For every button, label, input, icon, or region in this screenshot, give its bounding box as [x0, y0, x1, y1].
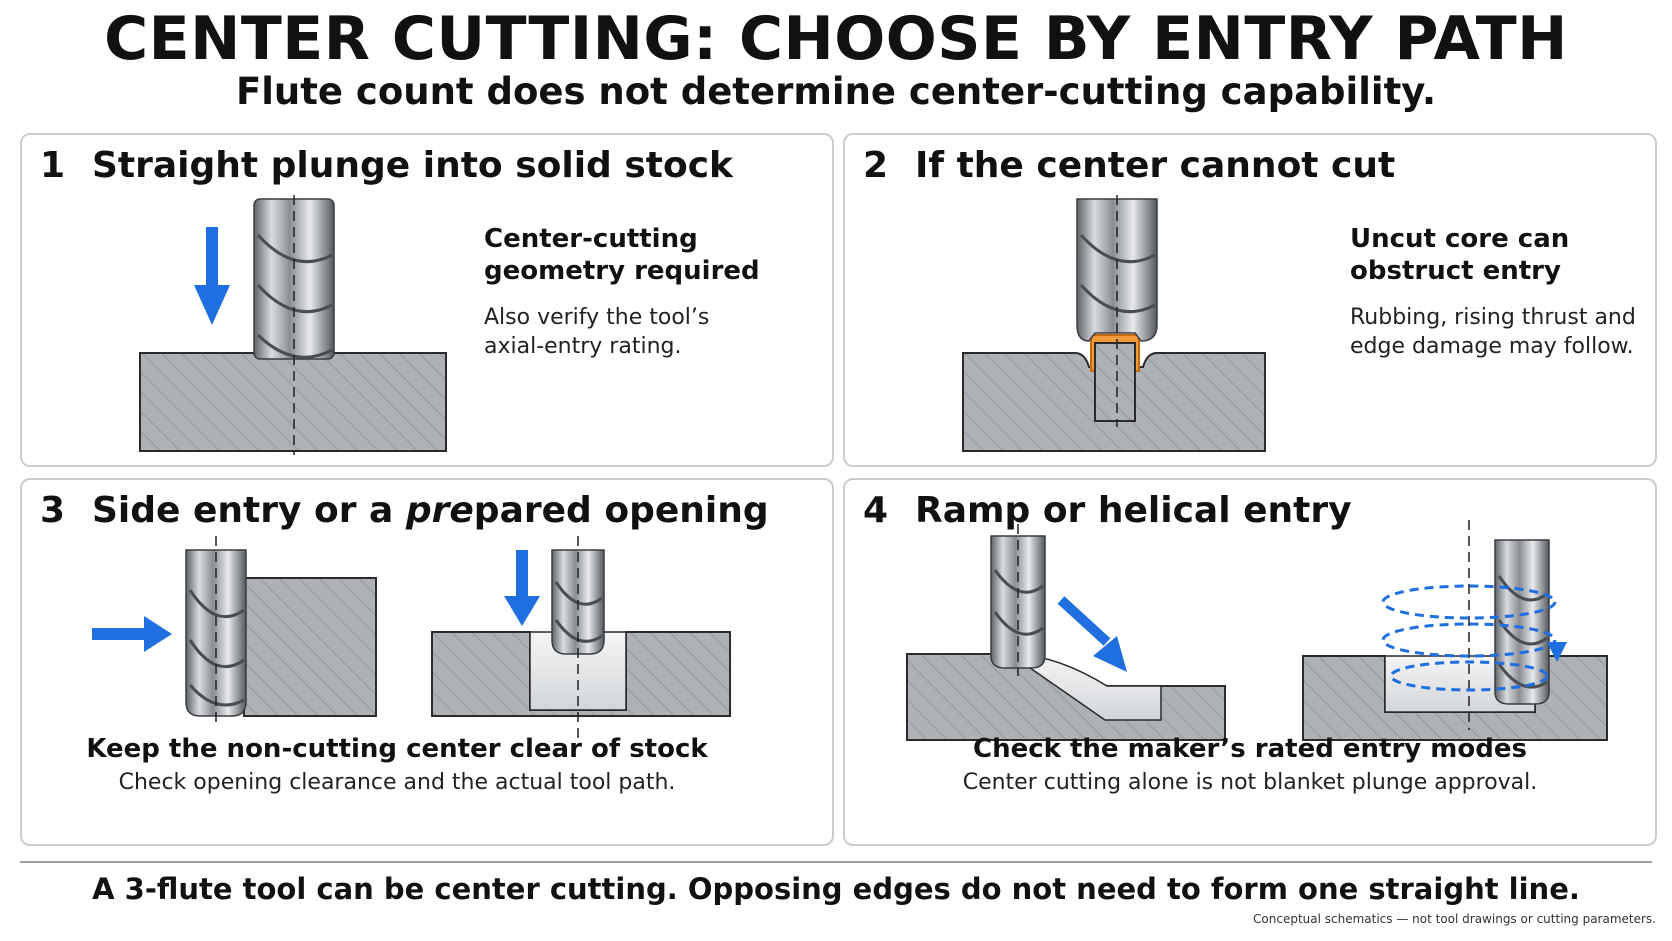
plunge-diagram — [139, 195, 447, 455]
panel-heading: 3 Side entry or a prepared opening — [40, 490, 769, 531]
note-title: Center-cutting geometry required — [484, 224, 760, 286]
note-title: Uncut core can obstruct entry — [1350, 224, 1570, 286]
uncut-core-diagram — [962, 195, 1266, 452]
panel-title: Side entry or a prepared opening — [92, 490, 769, 531]
panel-number: 1 — [40, 145, 66, 186]
page-title: CENTER CUTTING: CHOOSE BY ENTRY PATH — [104, 4, 1568, 74]
panel-title: Straight plunge into solid stock — [92, 145, 733, 186]
fineprint-disclaimer: Conceptual schematics — not tool drawing… — [1253, 912, 1656, 926]
note-body: Also verify the tool’s axial-entry ratin… — [484, 305, 710, 359]
helix-path-icon — [1381, 584, 1557, 692]
plunge-arrow-icon — [194, 227, 230, 325]
panel-title: If the center cannot cut — [915, 145, 1396, 186]
caption-body: Check opening clearance and the actual t… — [118, 770, 676, 795]
side-stock-block — [243, 577, 377, 717]
end-mill-tool — [1494, 539, 1550, 705]
panel-heading: 4 Ramp or helical entry — [863, 490, 1352, 531]
plunge-arrow-icon — [504, 550, 540, 626]
panel-center-cannot-cut: 2 If the center cannot cut Uncut core can… — [843, 133, 1657, 467]
panel-number: 2 — [863, 145, 889, 186]
caption-title: Check the maker’s rated entry modes — [973, 734, 1527, 764]
panel-heading: 2 If the center cannot cut — [863, 145, 1395, 186]
solid-stock-block — [139, 352, 447, 452]
footer-divider — [20, 861, 1652, 863]
panel-straight-plunge: 1 Straight plunge into solid stock Center… — [20, 133, 834, 467]
helix-down-arrow-icon — [1547, 642, 1567, 662]
side-entry-diagram — [92, 536, 731, 742]
note-body: Rubbing, rising thrust and edge damage m… — [1350, 305, 1636, 359]
side-entry-arrow-icon — [92, 616, 172, 652]
end-mill-tool — [990, 535, 1046, 669]
panel-number: 4 — [863, 490, 889, 531]
panel-heading: 1 Straight plunge into solid stock — [40, 145, 733, 186]
footer-statement: A 3-flute tool can be center cutting. Op… — [92, 872, 1580, 906]
ramp-helical-diagram — [906, 520, 1608, 741]
panel-number: 3 — [40, 490, 66, 531]
page-subtitle: Flute count does not determine center-cu… — [235, 70, 1437, 113]
panel-title: Ramp or helical entry — [915, 490, 1352, 531]
caption-title: Keep the non-cutting center clear of sto… — [86, 734, 708, 764]
ramp-arrow-icon — [1057, 596, 1127, 672]
caption-body: Center cutting alone is not blanket plun… — [962, 770, 1538, 795]
panel-side-entry: 3 Side entry or a prepared opening Keep t… — [20, 478, 834, 846]
